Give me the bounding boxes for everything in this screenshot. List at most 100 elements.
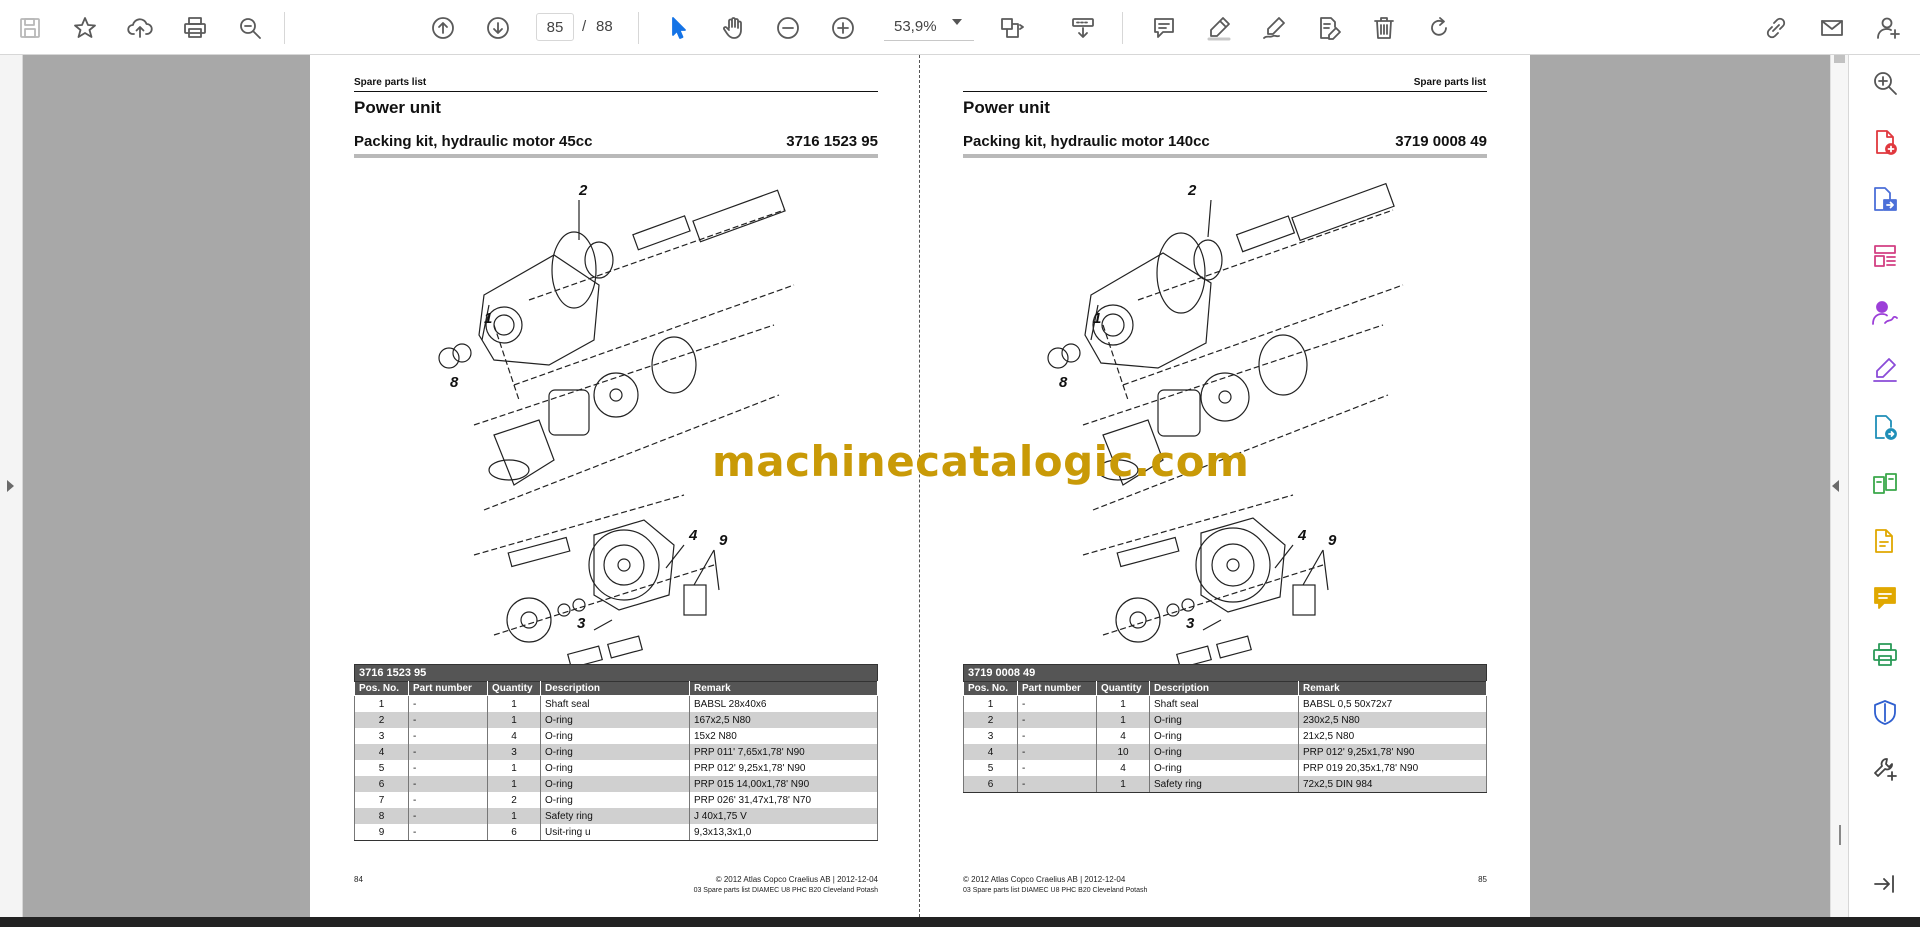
comment-icon[interactable] [1868,581,1902,615]
document-page-right: Spare parts list Power unit Packing kit,… [920,55,1530,917]
table-cell: - [1017,712,1097,728]
table-header-row: Pos. No. Part number Quantity Descriptio… [354,681,878,696]
kit-number: 3719 0008 49 [1395,133,1487,150]
table-cell: 21x2,5 N80 [1298,728,1487,744]
email-icon[interactable] [1814,10,1850,46]
table-cell: 8 [354,808,409,824]
table-cell: 3 [487,744,541,760]
select-cursor-icon[interactable] [660,10,696,46]
section-title: Power unit [963,98,1050,117]
callout-label: 3 [1186,615,1195,632]
comment-icon[interactable] [1146,10,1182,46]
table-cell: 1 [1096,695,1150,712]
kit-number: 3716 1523 95 [786,133,878,150]
print-production-icon[interactable] [1868,638,1902,672]
watermark-text: machinecatalogic.com [712,437,1250,486]
page-number-input[interactable]: 85 [536,13,574,41]
find-zoom-icon[interactable] [232,10,268,46]
table-cell: - [408,695,488,712]
organize-pages-icon[interactable] [1868,239,1902,273]
page-fit-icon[interactable] [993,10,1029,46]
export-pdf-icon[interactable] [1868,182,1902,216]
fill-sign-icon[interactable] [1868,353,1902,387]
vertical-scrollbar[interactable] [1830,55,1849,917]
chevron-down-icon[interactable] [952,19,962,25]
edit-pdf-icon[interactable] [1868,524,1902,558]
column-header: Remark [1298,681,1487,696]
request-signature-icon[interactable] [1868,296,1902,330]
callout-label: 4 [1297,527,1307,544]
save-icon[interactable] [12,10,48,46]
rotate-icon[interactable] [1421,10,1457,46]
table-cell: 1 [354,695,409,712]
expand-left-panel-icon[interactable] [7,480,14,492]
upload-icon[interactable] [122,10,158,46]
page-separator: / [582,18,587,35]
scrollbar-thumb[interactable] [1834,55,1845,63]
highlight-icon[interactable] [1201,10,1237,46]
search-zoom-icon[interactable] [1868,66,1902,100]
column-header: Part number [1017,681,1097,696]
compare-files-icon[interactable] [1868,467,1902,501]
top-toolbar: 85 / 88 53,9% [0,0,1920,55]
table-cell: - [408,760,488,776]
share-link-icon[interactable] [1758,10,1794,46]
protect-icon[interactable] [1868,695,1902,729]
footer-copyright: © 2012 Atlas Copco Craelius AB | 2012-12… [963,875,1126,884]
column-header: Description [1149,681,1299,696]
add-user-icon[interactable] [1870,10,1906,46]
more-tools-icon[interactable] [1868,752,1902,786]
table-cell: 1 [487,712,541,728]
table-cell: Usit-ring u [540,824,690,841]
zoom-in-icon[interactable] [825,10,861,46]
zoom-out-icon[interactable] [770,10,806,46]
table-cell: PRP 026' 31,47x1,78' N70 [689,792,878,808]
table-cell: - [408,824,488,841]
taskbar-strip [0,917,1920,927]
previous-page-icon[interactable] [425,10,461,46]
page-header-label: Spare parts list [1413,77,1486,88]
callout-label: 1 [1093,310,1101,327]
print-icon[interactable] [177,10,213,46]
table-cell: - [1017,776,1097,793]
expand-icon[interactable] [1868,867,1902,901]
document-page-left: Spare parts list Power unit Packing kit,… [310,55,920,917]
callout-label: 2 [1187,182,1197,199]
delete-icon[interactable] [1366,10,1402,46]
create-pdf-icon[interactable] [1868,125,1902,159]
footer-page-number: 85 [1478,875,1487,884]
table-cell: 1 [963,695,1018,712]
collapse-right-panel-icon[interactable] [1832,480,1839,492]
table-cell: 72x2,5 DIN 984 [1298,776,1487,793]
scroll-mode-icon[interactable] [1065,10,1101,46]
section-title: Power unit [354,98,441,117]
table-cell: O-ring [1149,744,1299,760]
table-cell: PRP 012' 9,25x1,78' N90 [1298,744,1487,760]
next-page-icon[interactable] [480,10,516,46]
table-cell: O-ring [1149,712,1299,728]
table-caption: 3719 0008 49 [963,664,1487,681]
footer-document: 03 Spare parts list DIAMEC U8 PHC B20 Cl… [963,887,1148,894]
callout-label: 2 [578,182,588,199]
footer-page-number: 84 [354,875,363,884]
bookmark-star-icon[interactable] [67,10,103,46]
zoom-level-select[interactable]: 53,9% [884,13,974,41]
left-panel-rail [0,55,23,917]
sign-icon[interactable] [1256,10,1292,46]
table-cell: O-ring [540,728,690,744]
hand-tool-icon[interactable] [715,10,751,46]
edit-text-icon[interactable] [1311,10,1347,46]
table-cell: 2 [963,712,1018,728]
callout-label: 1 [484,310,492,327]
table-cell: 1 [487,695,541,712]
callout-label: 9 [1328,532,1337,549]
footer-copyright: © 2012 Atlas Copco Craelius AB | 2012-12… [715,875,878,884]
send-review-icon[interactable] [1868,410,1902,444]
kit-title: Packing kit, hydraulic motor 45cc [354,133,593,150]
